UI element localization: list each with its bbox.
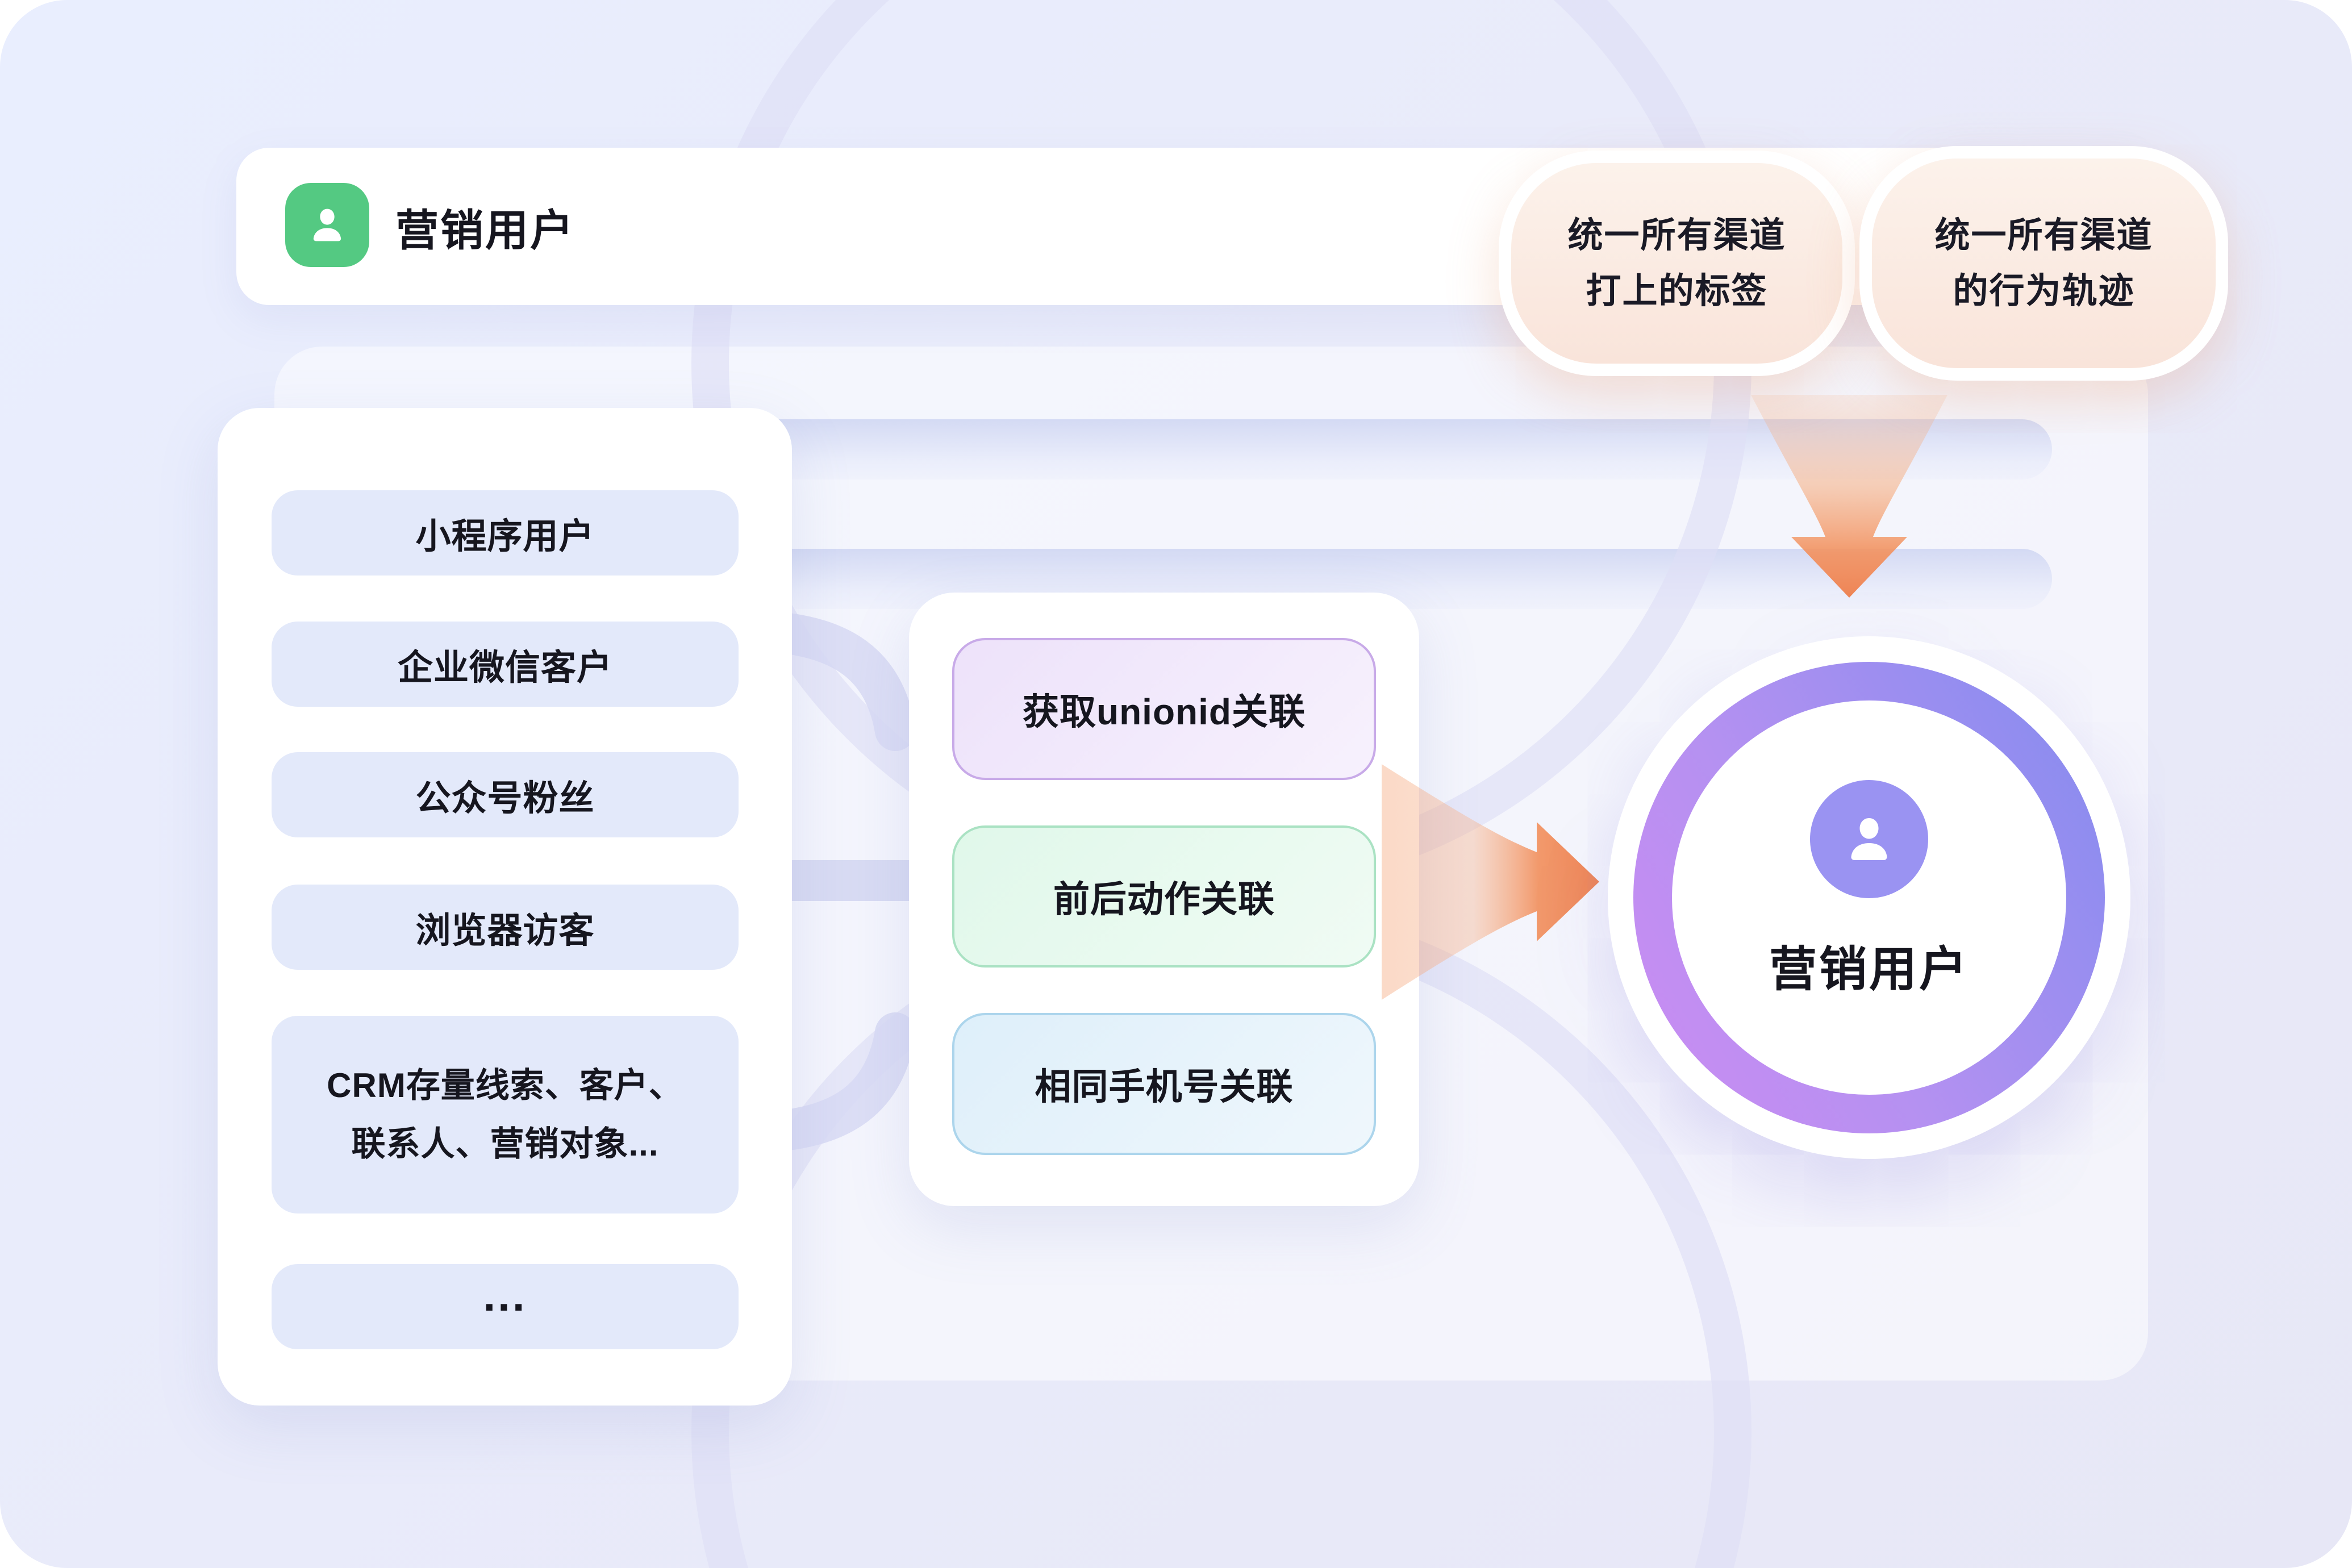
source-item-browser-visitor: 浏览器访客 bbox=[272, 885, 739, 970]
user-avatar-icon bbox=[1810, 780, 1928, 898]
method-label: 获取unionid关联 bbox=[1022, 691, 1306, 732]
badge-line: 的行为轨迹 bbox=[1953, 271, 2135, 311]
circle-content: 营销用户 bbox=[1672, 700, 2066, 1095]
badge-content: 统一所有渠道 打上的标签 bbox=[1511, 163, 1842, 364]
ellipsis-label: ... bbox=[483, 1270, 527, 1320]
source-item-crm: CRM存量线索、客户、 联系人、营销对象... bbox=[272, 1016, 739, 1213]
badge-unified-tags: 统一所有渠道 打上的标签 bbox=[1499, 151, 1855, 376]
user-icon bbox=[285, 183, 369, 267]
source-channels-panel: 小程序用户 企业微信客户 公众号粉丝 浏览器访客 CRM存量线索、客户、 联系人… bbox=[218, 408, 792, 1406]
page-title: 营销用户 bbox=[395, 206, 575, 255]
badge-line: 统一所有渠道 bbox=[1934, 215, 2153, 255]
unified-user-circle: 营销用户 bbox=[1608, 636, 2130, 1159]
gradient-ring: 营销用户 bbox=[1633, 662, 2105, 1133]
source-item-official-account: 公众号粉丝 bbox=[272, 752, 739, 837]
source-item-label: 公众号粉丝 bbox=[415, 779, 595, 818]
badge-line: 统一所有渠道 bbox=[1567, 215, 1786, 255]
source-item-more: ... bbox=[272, 1264, 739, 1349]
person-icon bbox=[1851, 818, 1887, 860]
source-item-wecom: 企业微信客户 bbox=[272, 622, 739, 707]
source-item-label: 小程序用户 bbox=[415, 517, 595, 556]
association-methods-panel: 获取unionid关联 前后动作关联 相同手机号关联 bbox=[909, 593, 1419, 1206]
method-label: 前后动作关联 bbox=[1053, 879, 1275, 920]
method-unionid: 获取unionid关联 bbox=[952, 638, 1376, 780]
source-item-label: CRM存量线索、客户、 联系人、营销对象... bbox=[327, 1066, 683, 1163]
badge-unified-behavior: 统一所有渠道 的行为轨迹 bbox=[1859, 146, 2228, 381]
badge-line: 打上的标签 bbox=[1586, 271, 1768, 311]
source-item-miniprogram: 小程序用户 bbox=[272, 490, 739, 576]
source-item-label: 浏览器访客 bbox=[415, 911, 595, 950]
method-label: 相同手机号关联 bbox=[1035, 1066, 1294, 1107]
badge-content: 统一所有渠道 的行为轨迹 bbox=[1872, 159, 2216, 368]
unified-user-label: 营销用户 bbox=[1769, 943, 1969, 996]
source-item-label: 企业微信客户 bbox=[397, 648, 612, 687]
person-icon bbox=[313, 208, 341, 241]
method-same-phone: 相同手机号关联 bbox=[952, 1013, 1376, 1155]
method-action-sequence: 前后动作关联 bbox=[952, 825, 1376, 968]
